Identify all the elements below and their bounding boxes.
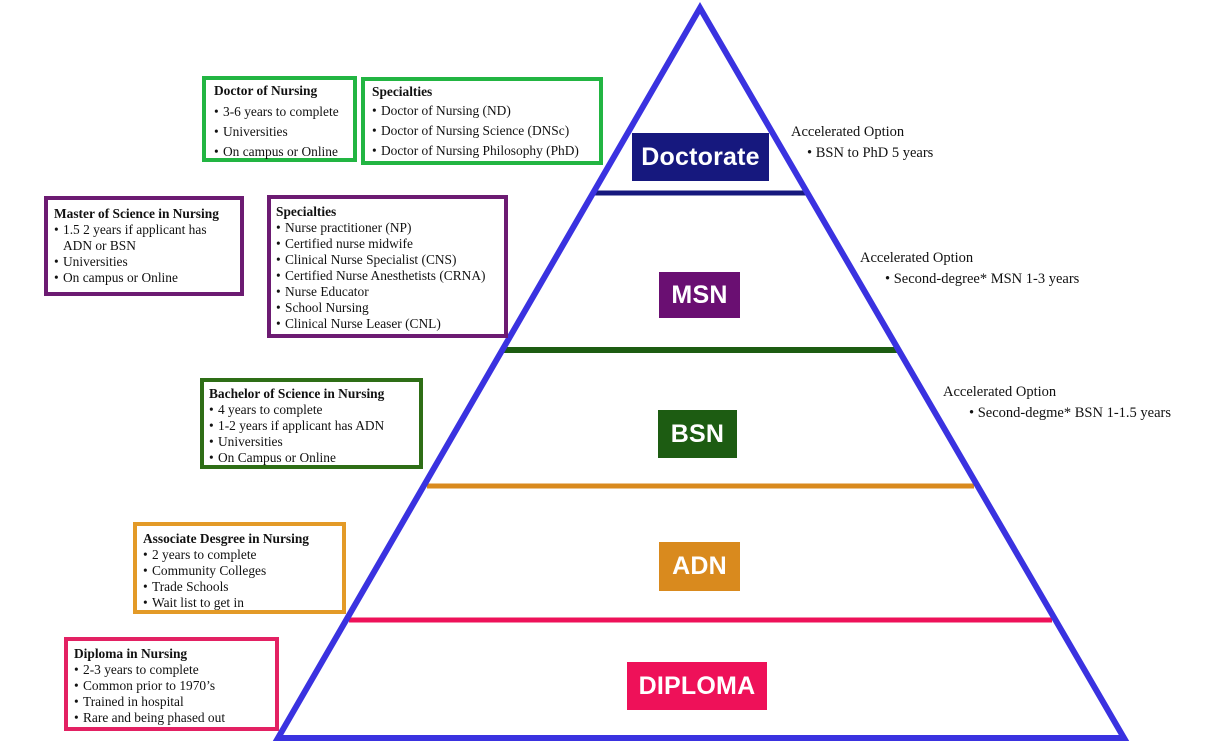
master-of-science-title: Master of Science in Nursing xyxy=(54,206,219,221)
list-item: 2 years to complete xyxy=(143,547,336,563)
associate-degree-box: Associate Desgree in Nursing 2 years to … xyxy=(133,522,346,614)
list-item: Universities xyxy=(214,124,345,140)
list-item: 2-3 years to complete xyxy=(74,662,269,678)
level-doctorate-label: Doctorate xyxy=(641,142,760,171)
master-of-science-box: Master of Science in Nursing 1.5 2 years… xyxy=(44,196,244,296)
list-item: 1.5 2 years if applicant has ADN or BSN xyxy=(54,222,234,254)
level-bsn: BSN xyxy=(658,410,737,458)
doctor-of-nursing-title: Doctor of Nursing xyxy=(214,83,318,98)
list-item: Common prior to 1970’s xyxy=(74,678,269,694)
accelerated-bsn: Accelerated Option Second-degme* BSN 1-1… xyxy=(943,382,1171,424)
doctor-of-nursing-box: Doctor of Nursing 3-6 years to complete … xyxy=(202,76,357,162)
accelerated-doctorate: Accelerated Option BSN to PhD 5 years xyxy=(791,122,933,164)
list-item: School Nursing xyxy=(276,300,499,316)
level-diploma-label: DIPLOMA xyxy=(638,671,756,700)
list-item: Doctor of Nursing Science (DNSc) xyxy=(372,123,592,139)
master-specialties-box: Specialties Nurse practitioner (NP) Cert… xyxy=(267,195,508,338)
diploma-title: Diploma in Nursing xyxy=(74,646,188,661)
accelerated-bsn-title: Accelerated Option xyxy=(943,384,1057,400)
list-item: Wait list to get in xyxy=(143,595,336,611)
list-item: Doctor of Nursing Philosophy (PhD) xyxy=(372,143,592,159)
list-item: Community Colleges xyxy=(143,563,336,579)
accelerated-msn-item: Second-degree* MSN 1-3 years xyxy=(860,269,1080,290)
list-item: Trained in hospital xyxy=(74,694,269,710)
pyramid-outline xyxy=(272,2,1130,741)
list-item: Trade Schools xyxy=(143,579,336,595)
level-msn-label: MSN xyxy=(671,280,728,309)
doctor-specialties-title: Specialties xyxy=(372,84,433,99)
level-adn: ADN xyxy=(659,542,740,591)
list-item: Nurse practitioner (NP) xyxy=(276,220,499,236)
accelerated-msn-title: Accelerated Option xyxy=(860,250,974,266)
level-msn: MSN xyxy=(659,272,740,318)
master-specialties-title: Specialties xyxy=(276,204,337,219)
level-diploma: DIPLOMA xyxy=(627,662,767,710)
accelerated-doctorate-title: Accelerated Option xyxy=(791,124,905,140)
list-item: Clinical Nurse Leaser (CNL) xyxy=(276,316,499,332)
list-item: On campus or Online xyxy=(54,270,234,286)
accelerated-msn: Accelerated Option Second-degree* MSN 1-… xyxy=(860,248,1079,290)
list-item: Rare and being phased out xyxy=(74,710,269,726)
diploma-box: Diploma in Nursing 2-3 years to complete… xyxy=(64,637,279,731)
list-item: On campus or Online xyxy=(214,144,345,160)
list-item: Universities xyxy=(54,254,234,270)
list-item: Certified Nurse Anesthetists (CRNA) xyxy=(276,268,499,284)
list-item: Doctor of Nursing (ND) xyxy=(372,103,592,119)
list-item: Clinical Nurse Specialist (CNS) xyxy=(276,252,499,268)
level-adn-label: ADN xyxy=(672,552,727,580)
list-item: Nurse Educator xyxy=(276,284,499,300)
accelerated-bsn-item: Second-degme* BSN 1-1.5 years xyxy=(943,403,1171,424)
list-item: Certified nurse midwife xyxy=(276,236,499,252)
list-item: Universities xyxy=(209,434,414,450)
list-item: 1-2 years if applicant has ADN xyxy=(209,418,414,434)
associate-degree-title: Associate Desgree in Nursing xyxy=(143,531,310,546)
list-item: On Campus or Online xyxy=(209,450,414,466)
bachelor-of-science-title: Bachelor of Science in Nursing xyxy=(209,386,385,401)
list-item: 3-6 years to complete xyxy=(214,104,345,120)
list-item: 4 years to complete xyxy=(209,402,414,418)
bachelor-of-science-box: Bachelor of Science in Nursing 4 years t… xyxy=(200,378,423,469)
level-doctorate: Doctorate xyxy=(632,133,769,181)
accelerated-doctorate-item: BSN to PhD 5 years xyxy=(791,143,934,164)
doctor-specialties-box: Specialties Doctor of Nursing (ND) Docto… xyxy=(361,77,603,165)
level-bsn-label: BSN xyxy=(670,419,725,448)
